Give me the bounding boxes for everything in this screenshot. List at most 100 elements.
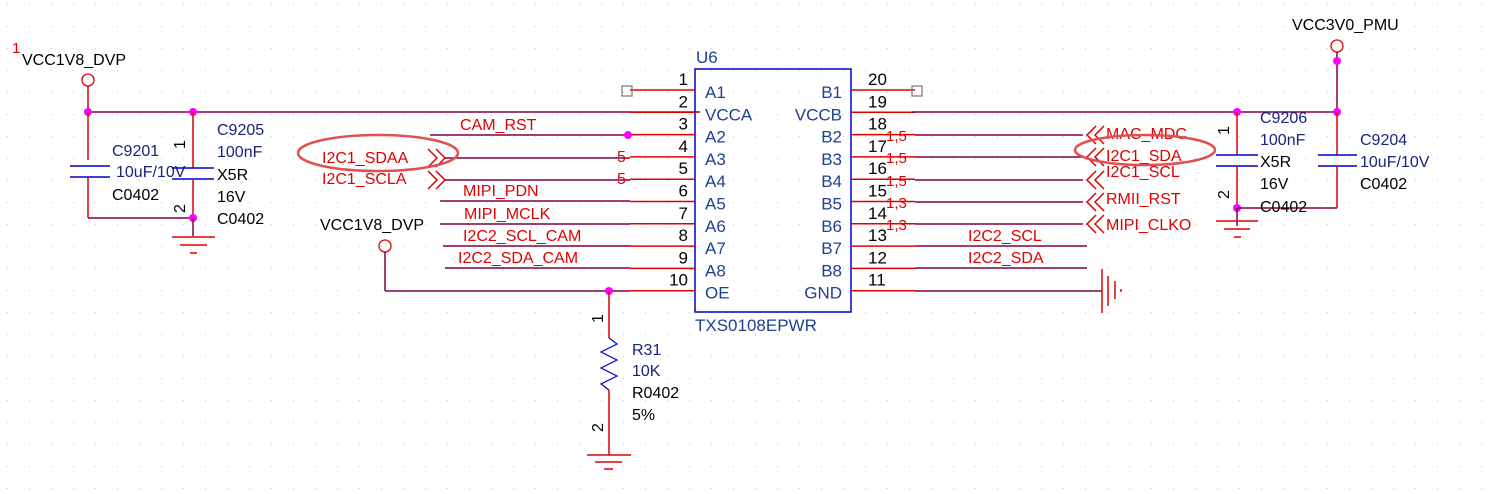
pin-number: 16 — [868, 159, 887, 178]
c9205-value: 100nF — [217, 144, 263, 161]
r31-value: 10K — [632, 363, 661, 380]
pin-name: A4 — [705, 172, 726, 191]
capacitor-c9201[interactable]: C9201 10uF/10V C0402 — [70, 112, 193, 219]
pin-name: B5 — [821, 195, 842, 214]
ground-icon — [172, 236, 215, 254]
pin-number: 2 — [679, 92, 688, 111]
offpage-ref: 1,3 — [886, 195, 907, 212]
pin-number: 8 — [679, 226, 688, 245]
net-i2c2-scl-cam[interactable]: I2C2_SCL_CAM — [463, 228, 581, 245]
pin-name: A7 — [705, 239, 726, 258]
pin-number: 18 — [868, 115, 887, 134]
pin-number: 13 — [868, 226, 887, 245]
pin-name: B1 — [821, 83, 842, 102]
pin-name: B3 — [821, 150, 842, 169]
offpage-ref: 1,3 — [886, 217, 907, 234]
net-cam-rst[interactable]: CAM_RST — [460, 117, 537, 134]
r31-pin2: 2 — [590, 423, 607, 432]
pin-name: B4 — [821, 172, 842, 191]
ic-pin-left[interactable]: 9A8 — [630, 248, 726, 280]
c9204-ref: C9204 — [1360, 132, 1407, 149]
pin-name: GND — [804, 284, 842, 303]
c9206-value: 100nF — [1260, 132, 1306, 149]
ic-pin-left[interactable]: 6A5 — [630, 182, 726, 214]
pin-name: OE — [705, 284, 730, 303]
ground-icon — [587, 454, 631, 470]
net-i2c1-sda: I2C1_SDA — [1106, 148, 1182, 165]
pin-number: 6 — [679, 182, 688, 201]
offpage-ref: 1,5 — [886, 173, 907, 190]
c9201-ref: C9201 — [112, 143, 159, 160]
c9206-voltage: 16V — [1260, 176, 1289, 193]
offpage-ref: 5 — [617, 149, 626, 166]
net-mipi-mclk[interactable]: MIPI_MCLK — [464, 206, 551, 223]
offpage-connector-i2c1-sdaa[interactable]: I2C1_SDAA 5 — [322, 148, 630, 168]
page-marker: 1 — [12, 40, 20, 57]
pin-number: 4 — [679, 137, 688, 156]
r31-ref: R31 — [632, 342, 661, 359]
pin-name: B2 — [821, 128, 842, 147]
ground-icon — [1216, 220, 1258, 238]
net-i2c2-sda[interactable]: I2C2_SDA — [968, 250, 1044, 267]
no-connect-a1 — [621, 85, 633, 97]
r31-tolerance: 5% — [632, 407, 655, 424]
c9201-package: C0402 — [112, 187, 159, 204]
offpage-connector-i2c1-scla[interactable]: I2C1_SCLA 5 — [322, 170, 630, 190]
c9204-value: 10uF/10V — [1360, 154, 1430, 171]
ic-u6[interactable]: U6 TXS0108EPWR 1A12VCCA3A24A35A46A57A68A… — [630, 48, 915, 335]
no-connect-b1 — [911, 85, 923, 97]
ic-pin-left[interactable]: 1A1 — [630, 70, 726, 102]
offpage-ref: 5 — [617, 171, 626, 188]
pin-number: 5 — [679, 159, 688, 178]
pin-number: 20 — [868, 70, 887, 89]
power-port-vcc1v8-dvp-oe[interactable]: VCC1V8_DVP — [320, 217, 630, 292]
ground-icon — [1101, 269, 1122, 313]
capacitor-c9205[interactable]: 1 2 C9205 100nF X5R 16V C0402 — [172, 112, 264, 236]
pin-number: 15 — [868, 182, 887, 201]
ic-pin-left[interactable]: 3A2 — [630, 115, 726, 147]
ic-pin-left[interactable]: 8A7 — [630, 226, 726, 258]
pin-name: A5 — [705, 195, 726, 214]
net-i2c2-sda-cam[interactable]: I2C2_SDA_CAM — [458, 250, 578, 267]
pin-name: A1 — [705, 83, 726, 102]
ic-pin-left[interactable]: 5A4 — [630, 159, 726, 191]
ic-ref: U6 — [696, 48, 718, 67]
net-i2c1-scla: I2C1_SCLA — [322, 171, 407, 188]
ic-pin-left[interactable]: 7A6 — [630, 204, 726, 236]
c9206-pin2: 2 — [1216, 190, 1233, 199]
pin-name: B6 — [821, 217, 842, 236]
ic-pin-left[interactable]: 4A3 — [630, 137, 726, 169]
net-i2c2-scl[interactable]: I2C2_SCL — [968, 228, 1042, 245]
highlight-ellipse-left — [296, 133, 460, 173]
pin-name: B8 — [821, 261, 842, 280]
pin-number: 19 — [868, 92, 887, 111]
capacitor-c9204[interactable]: C9204 10uF/10V C0402 — [1318, 112, 1430, 208]
offpage-ref: 1,5 — [886, 128, 907, 145]
r31-package: R0402 — [632, 385, 679, 402]
pin-number: 17 — [868, 137, 887, 156]
c9206-ref: C9206 — [1260, 110, 1307, 127]
c9205-dielectric: X5R — [217, 167, 248, 184]
net-mipi-pdn[interactable]: MIPI_PDN — [463, 183, 539, 200]
capacitor-c9206[interactable]: 1 2 C9206 100nF X5R 16V C0402 — [1216, 110, 1337, 226]
c9205-pin2: 2 — [172, 204, 189, 213]
power-port-vcc1v8-dvp[interactable]: 1 VCC1V8_DVP — [12, 40, 126, 112]
resistor-r31[interactable]: 1 2 R31 10K R0402 5% — [590, 291, 679, 455]
